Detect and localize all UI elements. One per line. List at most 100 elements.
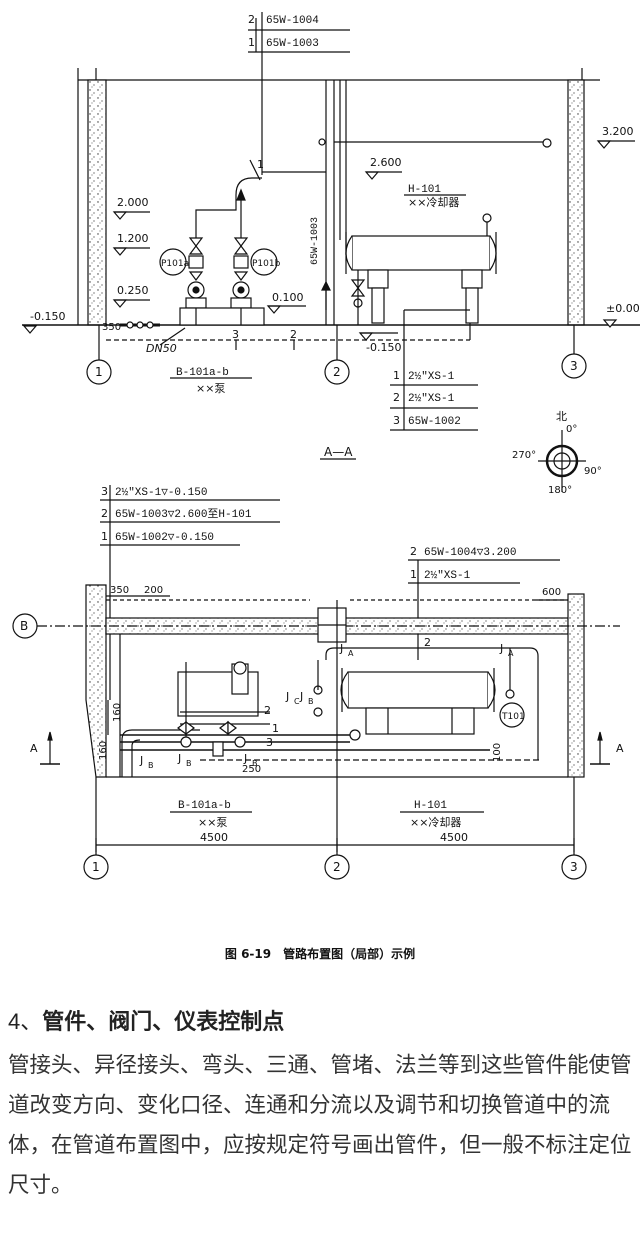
svg-text:2: 2 [410,545,417,558]
plan-axis-2-bubble [324,854,350,880]
svg-text:±0.000: ±0.000 [606,302,640,315]
svg-text:1: 1 [92,860,100,874]
svg-text:B: B [252,759,258,768]
svg-text:65W-1002▽-0.150: 65W-1002▽-0.150 [115,532,214,544]
cooler-h101 [345,213,497,324]
svg-text:4500: 4500 [440,831,468,844]
svg-text:65W-1003▽2.600至H-101: 65W-1003▽2.600至H-101 [115,508,252,521]
svg-text:H-101: H-101 [414,800,447,812]
pump-p101a: P101a [159,237,207,309]
section-heading: 4、管件、阀门、仪表控制点 [8,1005,636,1039]
callout-num: 2 [248,13,255,26]
plan-callouts-right: 2 65W-1004▽3.200 1 2½"XS-1 [408,545,560,660]
pipe-end-cap [542,138,552,148]
section-a-a: 2 65W-1004 1 65W-1003 3.200 2.600 2.000 … [22,12,640,496]
section-number: 4、 [8,1009,43,1034]
svg-text:T101: T101 [501,712,525,722]
bottom-callouts: 1 2½"XS-1 2 2½"XS-1 3 65W-1002 [390,309,478,431]
pipe-label-vertical: 65W-1003 [310,217,321,265]
svg-text:H-101: H-101 [408,184,441,196]
svg-text:2: 2 [290,328,297,341]
svg-text:2: 2 [264,704,271,717]
svg-text:DN50: DN50 [146,342,177,355]
axis-3-bubble [561,353,587,379]
body-paragraph: 管接头、异径接头、弯头、三通、管堵、法兰等到这些管件能使管道改变方向、变化口径、… [8,1053,632,1197]
top-callouts: 2 65W-1004 1 65W-1003 [248,12,350,175]
svg-text:B-101a-b: B-101a-b [178,800,231,812]
svg-text:180°: 180° [548,485,572,496]
svg-text:2: 2 [101,507,108,520]
callout-num: 1 [248,36,255,49]
column-left [87,79,107,326]
svg-text:J: J [339,642,343,655]
svg-text:J: J [499,642,503,655]
callout-text: 65W-1004 [266,15,319,27]
svg-text:4500: 4500 [200,831,228,844]
svg-text:1: 1 [95,365,103,379]
cooler-plan [340,668,496,735]
pump-p101b: P101b [230,237,281,309]
plan-axis-3-bubble [561,854,587,880]
svg-text:J: J [139,754,143,767]
svg-text:B: B [148,761,154,770]
svg-text:2.000: 2.000 [117,196,149,209]
svg-text:0°: 0° [566,424,577,435]
column-right [567,79,585,326]
pipe-support-labels: J A J A J C J B J B J B J B [139,642,514,770]
elevation-marks: 3.200 2.600 2.000 1.200 0.250 0.100 -0.1… [22,125,640,354]
svg-text:C: C [294,697,300,706]
svg-text:2½"XS-1: 2½"XS-1 [408,393,455,405]
svg-text:A: A [30,742,38,755]
svg-text:1.200: 1.200 [117,232,149,245]
svg-text:B: B [186,759,192,768]
svg-text:350: 350 [110,585,129,596]
svg-text:2½"XS-1▽-0.150: 2½"XS-1▽-0.150 [115,487,207,499]
svg-text:P101a: P101a [161,259,189,269]
svg-text:90°: 90° [584,466,602,477]
article-section: 4、管件、阀门、仪表控制点 管接头、异径接头、弯头、三通、管堵、法兰等到这些管件… [8,1005,636,1205]
svg-text:160: 160 [98,741,109,760]
svg-text:3: 3 [232,328,239,341]
svg-text:J: J [299,690,303,703]
svg-text:A: A [616,742,624,755]
pump-foundation [179,307,265,326]
instrument-t101 [499,702,525,728]
section-title: 管件、阀门、仪表控制点 [42,1009,285,1034]
svg-text:J: J [285,690,289,703]
svg-text:350: 350 [102,322,121,333]
svg-text:2: 2 [393,391,400,404]
svg-text:××泵: ××泵 [196,382,225,395]
svg-text:3: 3 [393,414,400,427]
svg-text:1: 1 [101,530,108,543]
pipe-layout-drawing: 2 65W-1004 1 65W-1003 3.200 2.600 2.000 … [12,12,640,961]
svg-text:××泵: ××泵 [198,816,227,829]
svg-text:2: 2 [333,365,341,379]
svg-text:2: 2 [424,636,431,649]
svg-text:1: 1 [257,158,264,171]
svg-text:270°: 270° [512,450,536,461]
plan-column-right [567,593,585,778]
svg-text:J: J [177,752,181,765]
svg-text:1: 1 [410,568,417,581]
svg-text:3: 3 [570,860,578,874]
svg-text:65W-1002: 65W-1002 [408,416,461,428]
axis-1-bubble [86,359,112,385]
svg-text:2½"XS-1: 2½"XS-1 [424,570,471,582]
svg-text:××冷却器: ××冷却器 [408,196,459,209]
svg-text:3: 3 [570,359,578,373]
svg-text:3: 3 [266,736,273,749]
svg-text:2.600: 2.600 [370,156,402,169]
plan-callouts-left: 3 2½"XS-1▽-0.150 2 65W-1003▽2.600至H-101 … [100,485,280,700]
svg-text:B: B [308,697,314,706]
svg-text:200: 200 [144,585,163,596]
svg-text:J: J [243,752,247,765]
figure-caption: 图 6-19 管路布置图（局部）示例 [225,946,415,961]
svg-text:××冷却器: ××冷却器 [410,816,461,829]
svg-text:1: 1 [393,369,400,382]
plan-axis-1-bubble [83,854,109,880]
svg-text:100: 100 [492,743,503,762]
svg-text:-0.150: -0.150 [366,341,401,354]
pump-b-instrument [250,248,278,276]
svg-text:250: 250 [242,764,261,775]
svg-text:1: 1 [272,722,279,735]
